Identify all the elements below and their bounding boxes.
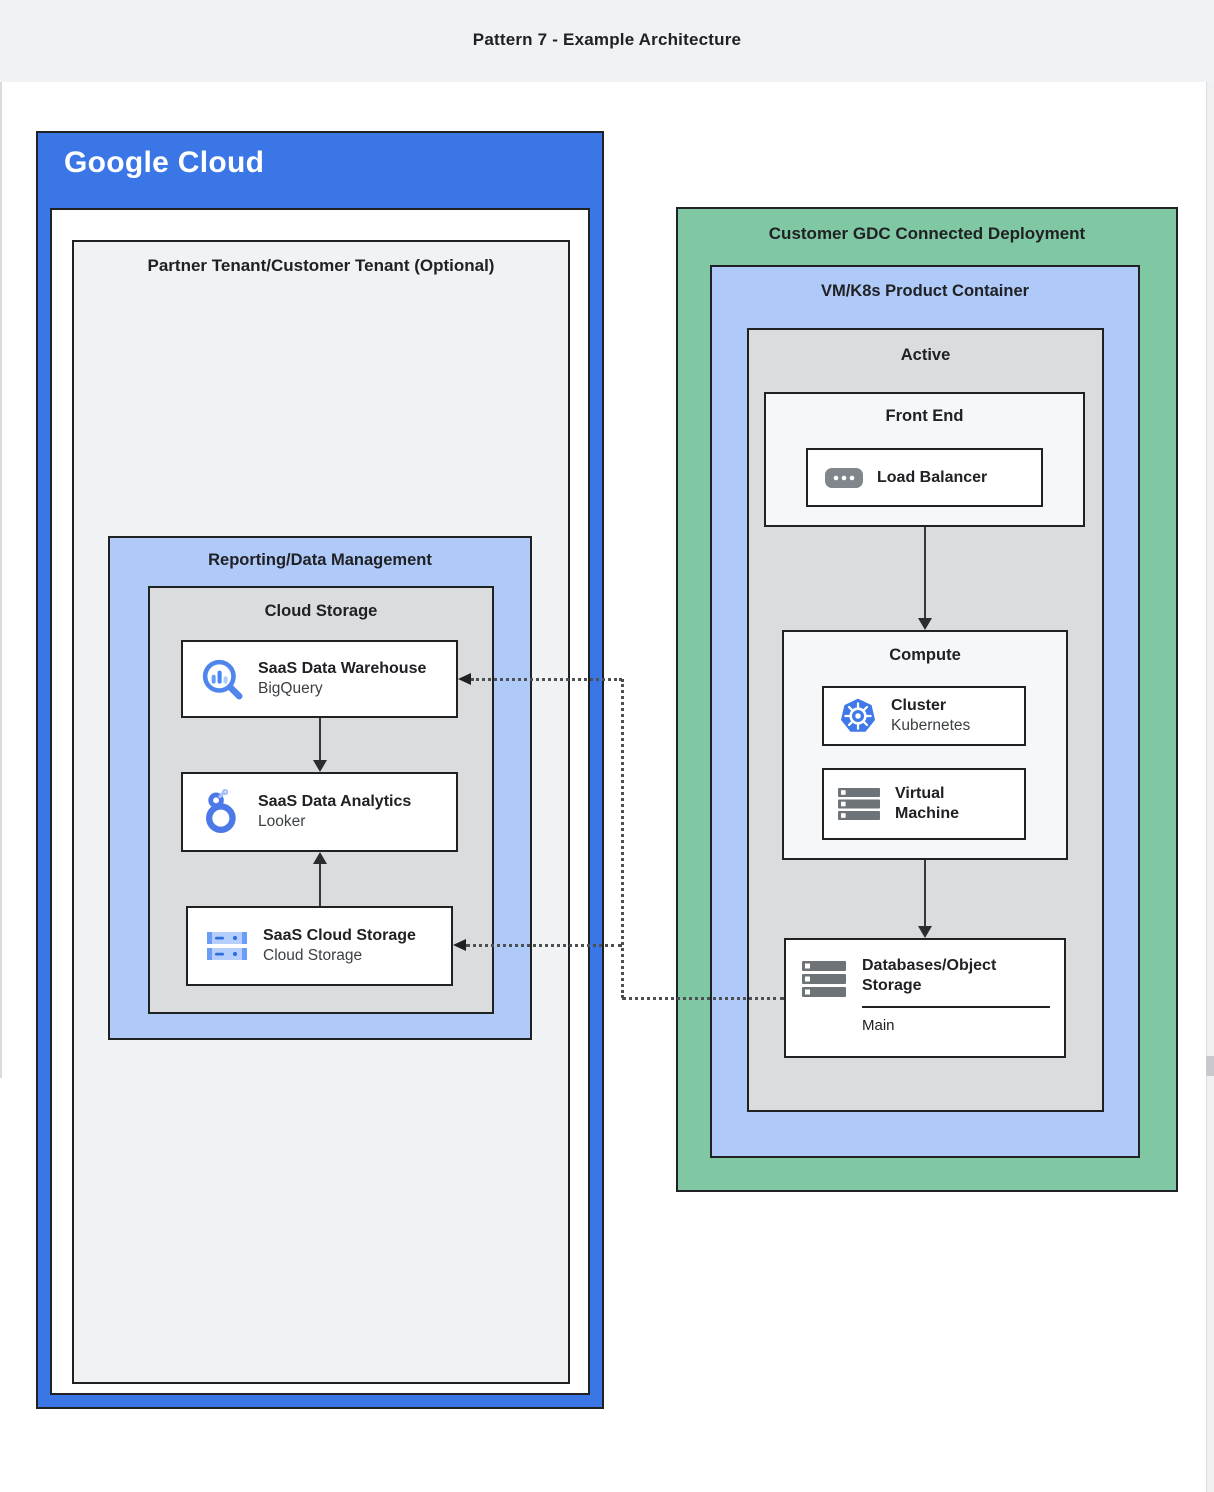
kubernetes-icon (836, 694, 880, 738)
scrollbar-thumb[interactable] (1206, 1056, 1214, 1076)
header-bar: Pattern 7 - Example Architecture (0, 0, 1214, 82)
front-end-zone: Front End Load Balancer (764, 392, 1085, 527)
cloud-storage-zone: Cloud Storage (148, 586, 494, 1014)
load-balancer-icon (824, 467, 864, 489)
google-cloud-container: Google Cloud Partner Tenant/Customer Ten… (36, 131, 604, 1409)
saas-storage-subtitle: Cloud Storage (263, 947, 363, 965)
warehouse-subtitle: BigQuery (258, 680, 323, 698)
customer-gdc-title: Customer GDC Connected Deployment (768, 224, 1086, 243)
compute-title: Compute (889, 646, 961, 664)
warehouse-title: SaaS Data Warehouse (258, 660, 427, 678)
arrowhead-down-icon (313, 760, 327, 772)
dotted-connector-to-warehouse (471, 678, 622, 681)
page-edge-left (0, 82, 2, 1078)
virtual-machine-icon (838, 787, 882, 821)
reporting-title: Reporting/Data Management (208, 551, 432, 569)
arrow-compute-to-databases (924, 860, 926, 926)
arrow-warehouse-to-analytics (319, 718, 321, 761)
front-end-title: Front End (885, 407, 964, 425)
databases-divider (862, 1005, 1050, 1008)
scrollbar-track[interactable] (1206, 82, 1214, 1492)
active-title: Active (900, 346, 951, 364)
vm-k8s-product-container-zone: VM/K8s Product Container Active Front En… (710, 265, 1140, 1158)
customer-gdc-zone: Customer GDC Connected Deployment VM/K8s… (676, 207, 1178, 1192)
looker-icon (199, 789, 245, 835)
compute-zone: Compute (782, 630, 1068, 860)
arrowhead-left-icon (453, 939, 466, 951)
google-cloud-logo: Google Cloud (64, 146, 265, 179)
storage-servers-icon (802, 960, 848, 998)
active-zone: Active Front End (747, 328, 1104, 1112)
partner-tenant-zone: Partner Tenant/Customer Tenant (Optional… (72, 240, 570, 1384)
google-cloud-inner-panel: Partner Tenant/Customer Tenant (Optional… (50, 208, 590, 1395)
analytics-title: SaaS Data Analytics (258, 793, 412, 811)
databases-object-storage-card: Databases/Object Storage Main (784, 938, 1066, 1058)
virtual-machine-title: Virtual Machine (895, 785, 960, 822)
bigquery-icon (199, 656, 245, 702)
arrow-frontend-to-compute (924, 527, 926, 618)
partner-tenant-title: Partner Tenant/Customer Tenant (Optional… (147, 256, 495, 275)
load-balancer-card: Load Balancer (806, 448, 1043, 507)
vm-k8s-title: VM/K8s Product Container (820, 282, 1030, 300)
saas-data-analytics-card: SaaS Data Analytics Looker (181, 772, 458, 852)
dotted-connector-vertical (621, 679, 624, 998)
saas-cloud-storage-card: SaaS Cloud Storage Cloud Storage (186, 906, 453, 986)
dotted-connector-to-databases (622, 997, 784, 1000)
arrow-storage-to-analytics (319, 864, 321, 906)
arrowhead-up-icon (313, 852, 327, 864)
arrowhead-down-icon (918, 926, 932, 938)
virtual-machine-card: Virtual Machine (822, 768, 1026, 840)
reporting-data-management-zone: Reporting/Data Management Cloud Storage (108, 536, 532, 1040)
saas-storage-title: SaaS Cloud Storage (263, 927, 416, 945)
databases-caption: Main (862, 1016, 895, 1034)
analytics-subtitle: Looker (258, 813, 306, 831)
cluster-subtitle: Kubernetes (891, 717, 971, 735)
databases-title: Databases/Object Storage (862, 957, 997, 994)
cloud-storage-zone-title: Cloud Storage (264, 602, 378, 620)
arrowhead-down-icon (918, 618, 932, 630)
arrowhead-left-icon (458, 673, 471, 685)
cloud-storage-icon (204, 926, 250, 966)
cluster-card: Cluster Kubernetes (822, 686, 1026, 746)
cluster-title: Cluster (891, 697, 947, 715)
load-balancer-label: Load Balancer (877, 468, 988, 486)
saas-data-warehouse-card: SaaS Data Warehouse BigQuery (181, 640, 458, 718)
page-title: Pattern 7 - Example Architecture (472, 30, 742, 49)
dotted-connector-to-saas-storage (466, 944, 622, 947)
